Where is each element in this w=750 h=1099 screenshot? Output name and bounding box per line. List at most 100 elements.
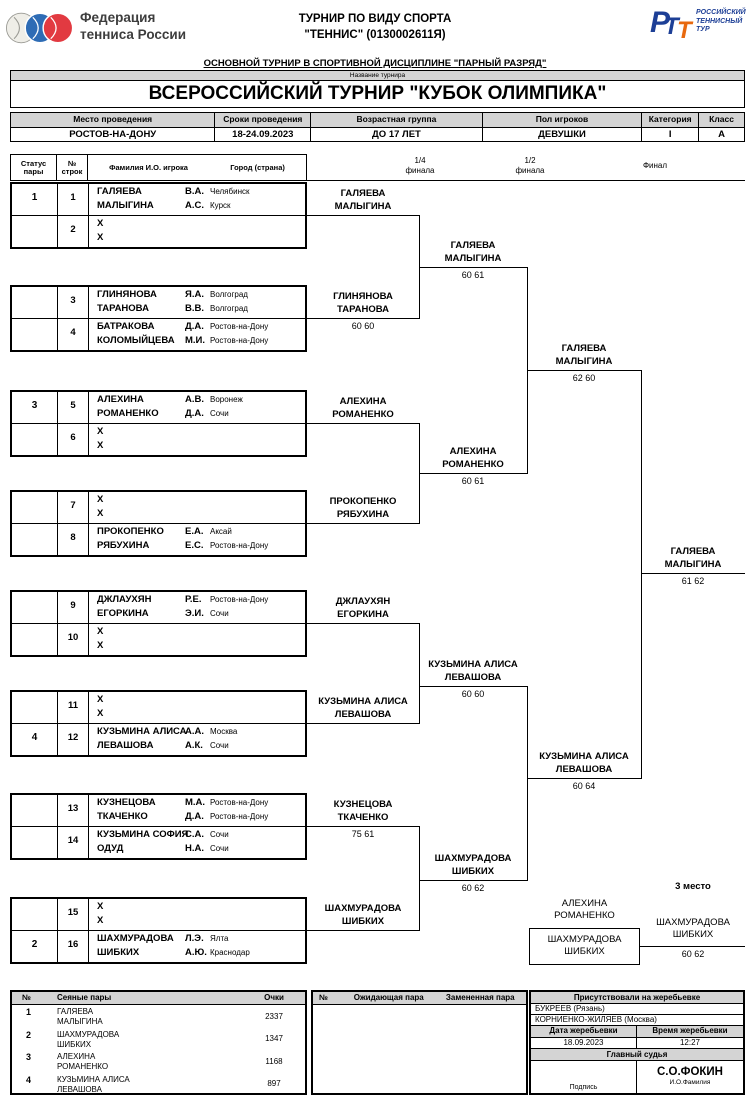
draw-date-label: Дата жеребьевки	[531, 1026, 637, 1037]
player-surname: КУЗНЕЦОВА	[97, 797, 156, 808]
player-surname: X	[97, 426, 104, 437]
match-score: 60 64	[572, 781, 596, 791]
page-title: ВСЕРОССИЙСКИЙ ТУРНИР "КУБОК ОЛИМПИКА"	[10, 81, 745, 108]
player-city: Челябинск	[210, 187, 250, 196]
bracket-connector	[419, 826, 420, 931]
player-surname: X	[97, 639, 104, 651]
player-surname: ГЛИНЯНОВА	[97, 289, 157, 300]
bracket-line	[307, 318, 419, 319]
player-city: Курск	[210, 200, 231, 210]
match-score: 60 62	[681, 949, 705, 959]
player-surname: X	[97, 626, 104, 637]
rtt-logo-text: РОССИЙСКИЙ ТЕННИСНЫЙ ТУР	[696, 9, 746, 33]
bracket-connector	[419, 623, 420, 724]
rtt-letter-t1: Т	[664, 13, 679, 40]
player-surname: ГАЛЯЕВА	[97, 186, 142, 197]
waiting-pairs-table: № Ожидающая пара Замененная пара	[311, 990, 528, 1095]
bracket-line	[419, 267, 527, 268]
match-score: 62 60	[572, 373, 596, 383]
draw-date-value: 18.09.2023	[531, 1038, 637, 1048]
info-header: Возрастная группа	[311, 113, 483, 127]
waiting-col-replaced: Замененная пара	[445, 993, 515, 1002]
bracket-line	[307, 423, 419, 424]
player-surname: КУЗЬМИНА СОФИЯ	[97, 829, 189, 840]
match-score: 60 60	[461, 689, 485, 699]
pair-status	[12, 216, 58, 247]
player-surname: ШАХМУРАДОВА	[97, 933, 174, 944]
row-number: 2	[58, 216, 89, 247]
player-surname: ЛЕВАШОВА	[97, 739, 154, 751]
player-surname: ШИБКИХ	[97, 946, 140, 958]
federation-name: Федерация тенниса России	[80, 10, 187, 42]
waiting-col-num: №	[319, 993, 328, 1002]
player-surname: X	[97, 914, 104, 926]
player-surname: X	[97, 707, 104, 719]
player-surname: ОДУД	[97, 842, 124, 854]
player-surname: КОЛОМЫЙЦЕВА	[97, 334, 175, 346]
signature-label: Подпись	[531, 1061, 637, 1093]
match-score: 60 60	[351, 321, 375, 331]
info-value-category: I	[642, 128, 700, 141]
match-score: 60 61	[461, 270, 485, 280]
bracket-line	[527, 778, 641, 779]
pair-row-10: 10 X X	[12, 623, 305, 655]
city-column-header: Город (страна)	[230, 163, 285, 172]
seeded-col-num: №	[22, 993, 31, 1002]
player-surname: МАЛЫГИНА	[97, 199, 154, 211]
rtt-logo: Р Т Т РОССИЙСКИЙ ТЕННИСНЫЙ ТУР	[650, 6, 750, 54]
chief-referee-sub-label: И.О.Фамилия	[669, 1079, 711, 1086]
federation-logo-icon	[6, 12, 74, 44]
bracket-line	[640, 946, 745, 947]
player-surname: РОМАНЕНКО	[97, 407, 159, 419]
seeded-col-pairs: Сеяные пары	[57, 993, 112, 1002]
bracket-connector	[527, 686, 528, 881]
chief-referee-name: С.О.ФОКИН	[657, 1066, 723, 1078]
player-surname: X	[97, 507, 104, 519]
row-number: 1	[58, 184, 89, 215]
player-surname: БАТРАКОВА	[97, 321, 155, 332]
third-place-label: 3 место	[675, 881, 711, 892]
bracket-line	[419, 686, 527, 687]
pair-status: 1	[12, 184, 58, 215]
title-label: Название турнира	[10, 70, 745, 81]
discipline-subtitle: ОСНОВНОЙ ТУРНИР В СПОРТИВНОЙ ДИСЦИПЛИНЕ …	[203, 58, 547, 69]
player-surname: X	[97, 218, 104, 229]
info-value-venue: РОСТОВ-НА-ДОНУ	[11, 128, 216, 141]
bracket-line	[527, 370, 641, 371]
player-surname: РЯБУХИНА	[97, 539, 150, 551]
player-surname: ДЖЛАУХЯН	[97, 594, 152, 605]
pair-row-2: 2 X X	[12, 215, 305, 247]
bracket-line	[307, 930, 419, 931]
bracket-connector	[641, 370, 642, 779]
draw-info-table: Присутствовали на жеребьевке БУКРЕЕВ (Ря…	[529, 990, 745, 1095]
player-initials: В.А.	[185, 186, 204, 197]
bracket-line	[307, 215, 419, 216]
tournament-type: ТУРНИР ПО ВИДУ СПОРТА "ТЕННИС" (01300026…	[298, 13, 452, 41]
bracket-line	[419, 473, 527, 474]
draw-attendees-header: Присутствовали на жеребьевке	[531, 992, 743, 1004]
draw-time-value: 12:27	[679, 1038, 701, 1047]
match-score: 61 62	[681, 576, 705, 586]
bracket-line	[307, 723, 419, 724]
